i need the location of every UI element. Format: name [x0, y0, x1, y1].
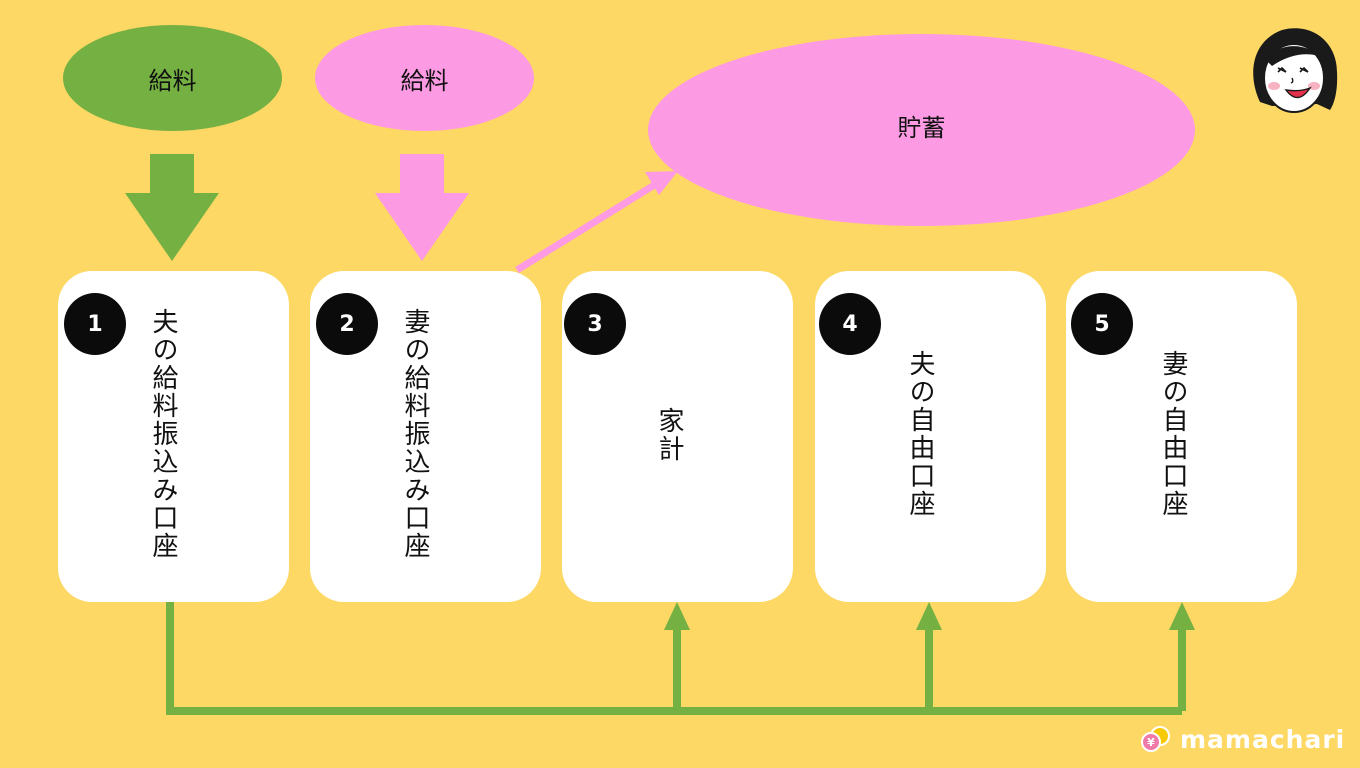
- husband-salary-ellipse: 給料: [63, 25, 282, 131]
- svg-text:¥: ¥: [1147, 736, 1155, 749]
- brand-logo: ¥ mamachari: [1140, 724, 1345, 754]
- account-number-badge-1: 1: [64, 293, 126, 355]
- account-label-5: 妻の自由口座: [1158, 350, 1188, 518]
- husband-salary-arrow: [125, 154, 219, 261]
- branch-to-household-head: [664, 602, 690, 630]
- account-label-3: 家計: [654, 407, 684, 463]
- husband-salary-label: 給料: [148, 66, 197, 95]
- account-number-badge-4: 4: [819, 293, 881, 355]
- wife-salary-ellipse: 給料: [315, 25, 534, 131]
- distribution-line: [166, 602, 1182, 715]
- account-number-badge-2: 2: [316, 293, 378, 355]
- wife-salary-arrow: [375, 154, 469, 261]
- savings-label: 貯蓄: [897, 113, 946, 142]
- woman-face-icon: [1253, 28, 1338, 113]
- account-label-1: 夫の給料振込み口座: [148, 308, 178, 560]
- savings-arrow-head: [645, 171, 678, 195]
- account-number-badge-3: 3: [564, 293, 626, 355]
- account-number-badge-5: 5: [1071, 293, 1133, 355]
- branch-to-wife-free-head: [1169, 602, 1195, 630]
- branch-to-husband-free-head: [916, 602, 942, 630]
- wife-salary-label: 給料: [400, 66, 449, 95]
- savings-arrow-line: [515, 181, 658, 273]
- account-label-2: 妻の給料振込み口座: [400, 308, 430, 560]
- yen-coin-icon: ¥: [1141, 726, 1170, 752]
- account-label-4: 夫の自由口座: [905, 350, 935, 518]
- savings-ellipse: 貯蓄: [648, 34, 1195, 226]
- brand-logo-text: mamachari: [1180, 724, 1346, 754]
